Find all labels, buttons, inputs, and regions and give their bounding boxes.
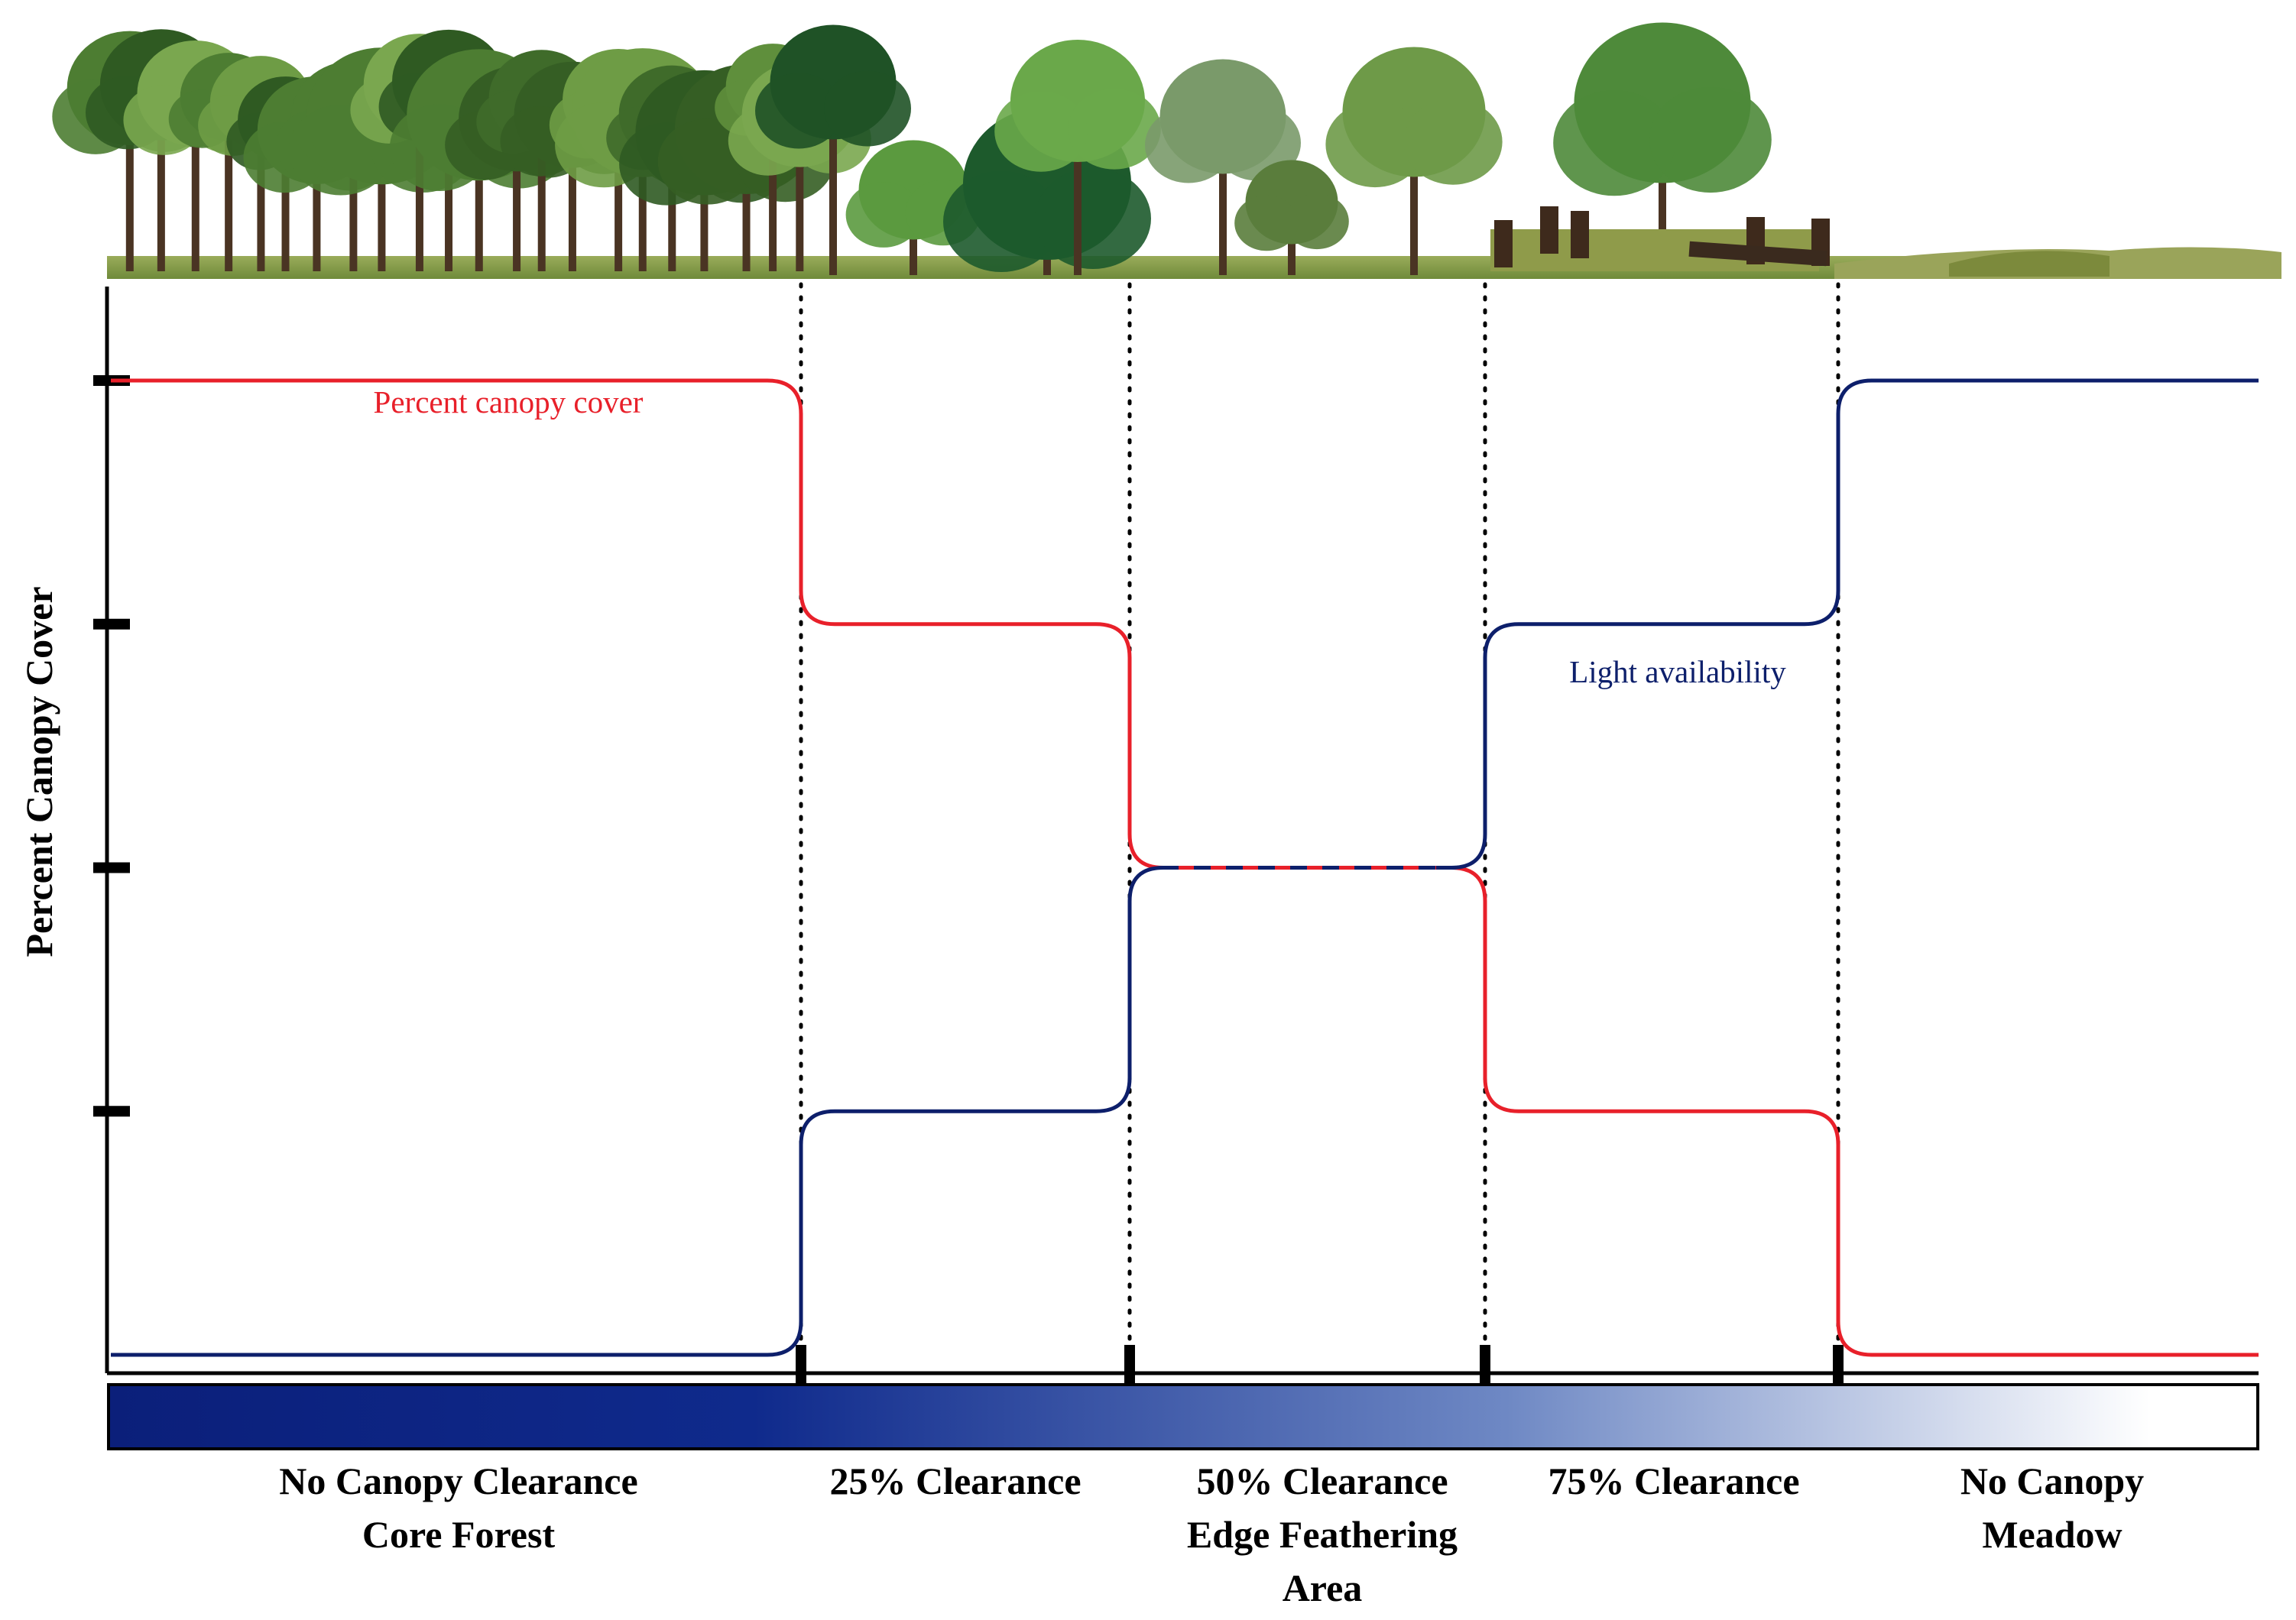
zone25-tree-crown-left <box>943 171 1059 272</box>
zone-dividers <box>799 282 1840 1375</box>
fallen-log <box>1688 241 1827 267</box>
x-axis-ticks <box>796 1345 1844 1383</box>
zone-label-5-line-1: No Canopy <box>1960 1460 2144 1502</box>
clearance-gradient-bar <box>107 1383 2259 1450</box>
core-tree-trunk <box>700 151 709 271</box>
core-tree-trunk <box>378 136 386 271</box>
core-tree-trunk <box>157 101 165 271</box>
stump <box>1494 220 1513 267</box>
zone25-tree-crown-left <box>845 182 922 248</box>
core-tree-trunk <box>281 132 290 271</box>
core-tree-trunk <box>796 130 804 271</box>
zone25-tree-crown-left <box>994 91 1088 172</box>
zone-label-3-line-1: 50% Clearance <box>1196 1460 1448 1502</box>
zone50-tree-crown-left <box>1145 107 1232 183</box>
zone50-tree-trunk <box>1219 134 1227 275</box>
forest-illustration <box>52 22 2281 279</box>
core-tree-trunk <box>513 134 521 271</box>
zone-label-5-line-2: Meadow <box>1982 1513 2122 1556</box>
y-axis-ticks <box>93 375 130 1117</box>
core-tree-trunk <box>615 115 623 271</box>
stump <box>1540 206 1558 254</box>
core-tree-trunk <box>191 109 199 271</box>
zone-label-3-line-2: Edge Feathering <box>1187 1513 1458 1556</box>
zone25-tree-trunk <box>910 205 917 275</box>
canopy-cover-series-label: Percent canopy cover <box>374 384 644 420</box>
zone50-tree-trunk <box>1288 215 1296 275</box>
core-tree-trunk <box>769 99 777 271</box>
zone50-tree-crown-right <box>1285 193 1349 250</box>
zone25-tree-crown-right <box>1068 89 1161 170</box>
zone25-tree-crown-left <box>755 73 842 149</box>
zone-label-1-line-2: Core Forest <box>362 1513 556 1556</box>
zone-label-2-line-1: 25% Clearance <box>829 1460 1081 1502</box>
zone50-tree-trunk <box>1410 131 1418 275</box>
core-tree-trunk <box>638 131 647 271</box>
zone-label-4-line-1: 75% Clearance <box>1548 1460 1799 1502</box>
core-tree-trunk <box>475 134 483 271</box>
zone25-tree-crown-right <box>1035 168 1151 269</box>
core-tree-trunk <box>125 105 134 271</box>
zone75-tree-crown-left <box>1553 89 1675 196</box>
y-axis-label: Percent Canopy Cover <box>18 586 60 957</box>
zone75-tree-crown-right <box>1649 86 1772 193</box>
zone-label-3-line-3: Area <box>1283 1567 1363 1609</box>
core-tree-trunk <box>313 146 321 271</box>
core-tree-trunk <box>742 148 751 271</box>
zone50-tree-crown-left <box>1325 101 1425 188</box>
core-tree-trunk <box>257 115 265 271</box>
core-tree-trunk <box>225 110 233 271</box>
zone25-tree-crown-right <box>824 70 911 147</box>
zone25-tree-trunk <box>1074 119 1082 275</box>
zone50-tree-crown-right <box>1403 99 1503 185</box>
zone50-tree-crown-left <box>1234 195 1299 251</box>
zone-label-1-line-1: No Canopy Clearance <box>279 1460 637 1502</box>
core-tree-trunk <box>349 134 358 271</box>
zone25-tree-trunk <box>829 99 837 275</box>
core-tree-trunk <box>568 130 576 271</box>
zone75-tree-trunk <box>1659 127 1666 252</box>
core-tree-trunk <box>537 112 546 271</box>
meadow-shrub <box>1949 251 2110 277</box>
stump <box>1571 211 1589 258</box>
light-availability-series-label: Light availability <box>1569 654 1786 689</box>
